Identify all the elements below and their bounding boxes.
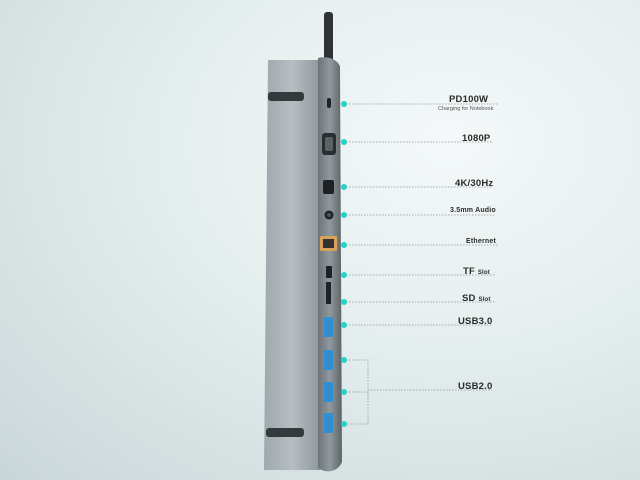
label-ethernet: Ethernet — [466, 238, 496, 245]
label-tf-main: TF — [463, 266, 476, 277]
port-marker-dots — [341, 101, 347, 427]
hub-port-edge — [318, 57, 342, 472]
label-pd: PD100W — [449, 94, 489, 105]
leader-lines — [346, 103, 498, 425]
label-vga: 1080P — [462, 133, 491, 144]
port-vga — [322, 133, 336, 155]
rubber-foot-bottom — [266, 428, 304, 437]
port-audio — [324, 210, 334, 220]
hub-body — [264, 60, 320, 470]
port-pd — [327, 98, 331, 108]
port-usb3 — [324, 317, 333, 337]
label-sd-main: SD — [462, 293, 476, 304]
label-tf: TF Slot — [463, 266, 490, 277]
port-sd — [326, 282, 331, 304]
cable — [324, 12, 333, 70]
label-pd-note: Charging for Notebook — [438, 106, 494, 112]
label-hdmi: 4K/30Hz — [455, 178, 494, 189]
port-usb2-b — [324, 382, 333, 402]
port-usb2-a — [324, 350, 333, 370]
label-usb3: USB3.0 — [458, 316, 493, 327]
rubber-foot-top — [268, 92, 304, 101]
label-usb2: USB2.0 — [458, 381, 493, 392]
label-audio: 3.5mm Audio — [450, 207, 496, 214]
port-hdmi — [323, 180, 334, 194]
label-tf-sub: Slot — [477, 270, 490, 276]
port-tf — [326, 266, 332, 278]
label-sd: SD Slot — [462, 293, 491, 304]
label-sd-sub: Slot — [478, 297, 491, 303]
port-ethernet — [320, 236, 337, 251]
port-usb2-c — [324, 413, 333, 433]
